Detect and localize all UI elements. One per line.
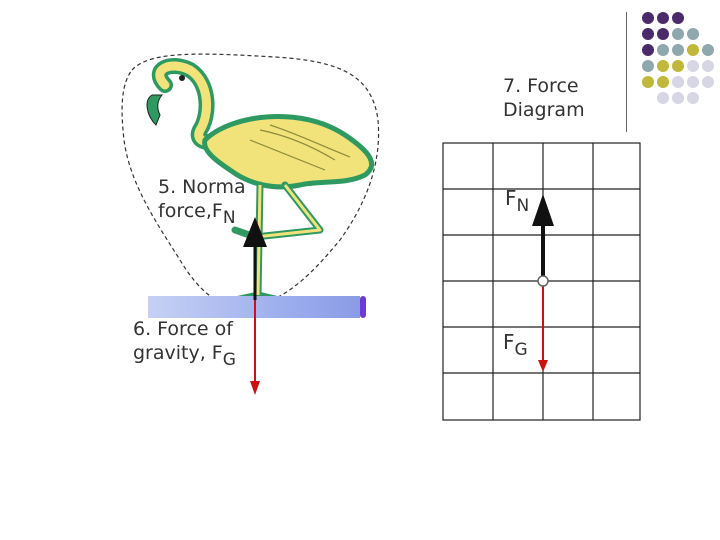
decorative-dot <box>687 28 699 40</box>
normal-force-arrowhead <box>243 217 267 247</box>
divider-line <box>626 12 627 132</box>
decorative-dot <box>642 12 654 24</box>
gravity-force-arrowhead <box>250 381 260 395</box>
decorative-dot <box>657 12 669 24</box>
decorative-dot <box>687 60 699 72</box>
decorative-dot <box>672 28 684 40</box>
decorative-dot <box>702 44 714 56</box>
flamingo-force-arrows <box>230 205 280 400</box>
decorative-dot <box>672 12 684 24</box>
decorative-dot <box>672 60 684 72</box>
force-diagram-grid <box>442 142 642 422</box>
decorative-dot <box>672 44 684 56</box>
diagram-normal-force-arrowhead <box>532 194 554 226</box>
decorative-dot <box>657 44 669 56</box>
decorative-dot <box>702 76 714 88</box>
decorative-dot <box>657 92 669 104</box>
decorative-dot <box>642 28 654 40</box>
decorative-dot <box>657 60 669 72</box>
decorative-dot <box>657 28 669 40</box>
decorative-dot <box>702 60 714 72</box>
decorative-dot <box>687 44 699 56</box>
decorative-dot <box>687 92 699 104</box>
flamingo-eye <box>179 75 185 81</box>
flamingo-beak <box>147 95 162 125</box>
decorative-dot <box>672 76 684 88</box>
fg-label: FG <box>503 330 528 354</box>
normal-force-label: 5. Norma force,FN <box>158 175 246 224</box>
decorative-dot <box>642 76 654 88</box>
decorative-dot <box>642 60 654 72</box>
decorative-dot <box>657 76 669 88</box>
decorative-dot <box>672 92 684 104</box>
decorative-dot <box>642 44 654 56</box>
diagram-gravity-force-arrowhead <box>538 360 548 372</box>
gravity-force-label: 6. Force of gravity, FG <box>133 317 236 366</box>
force-diagram-title: 7. Force Diagram <box>503 74 585 122</box>
decorative-dot-grid <box>640 10 720 120</box>
decorative-dot <box>687 76 699 88</box>
fn-label: FN <box>505 186 529 210</box>
diagram-origin-point <box>538 276 548 286</box>
ground-edge-marker <box>360 296 366 318</box>
